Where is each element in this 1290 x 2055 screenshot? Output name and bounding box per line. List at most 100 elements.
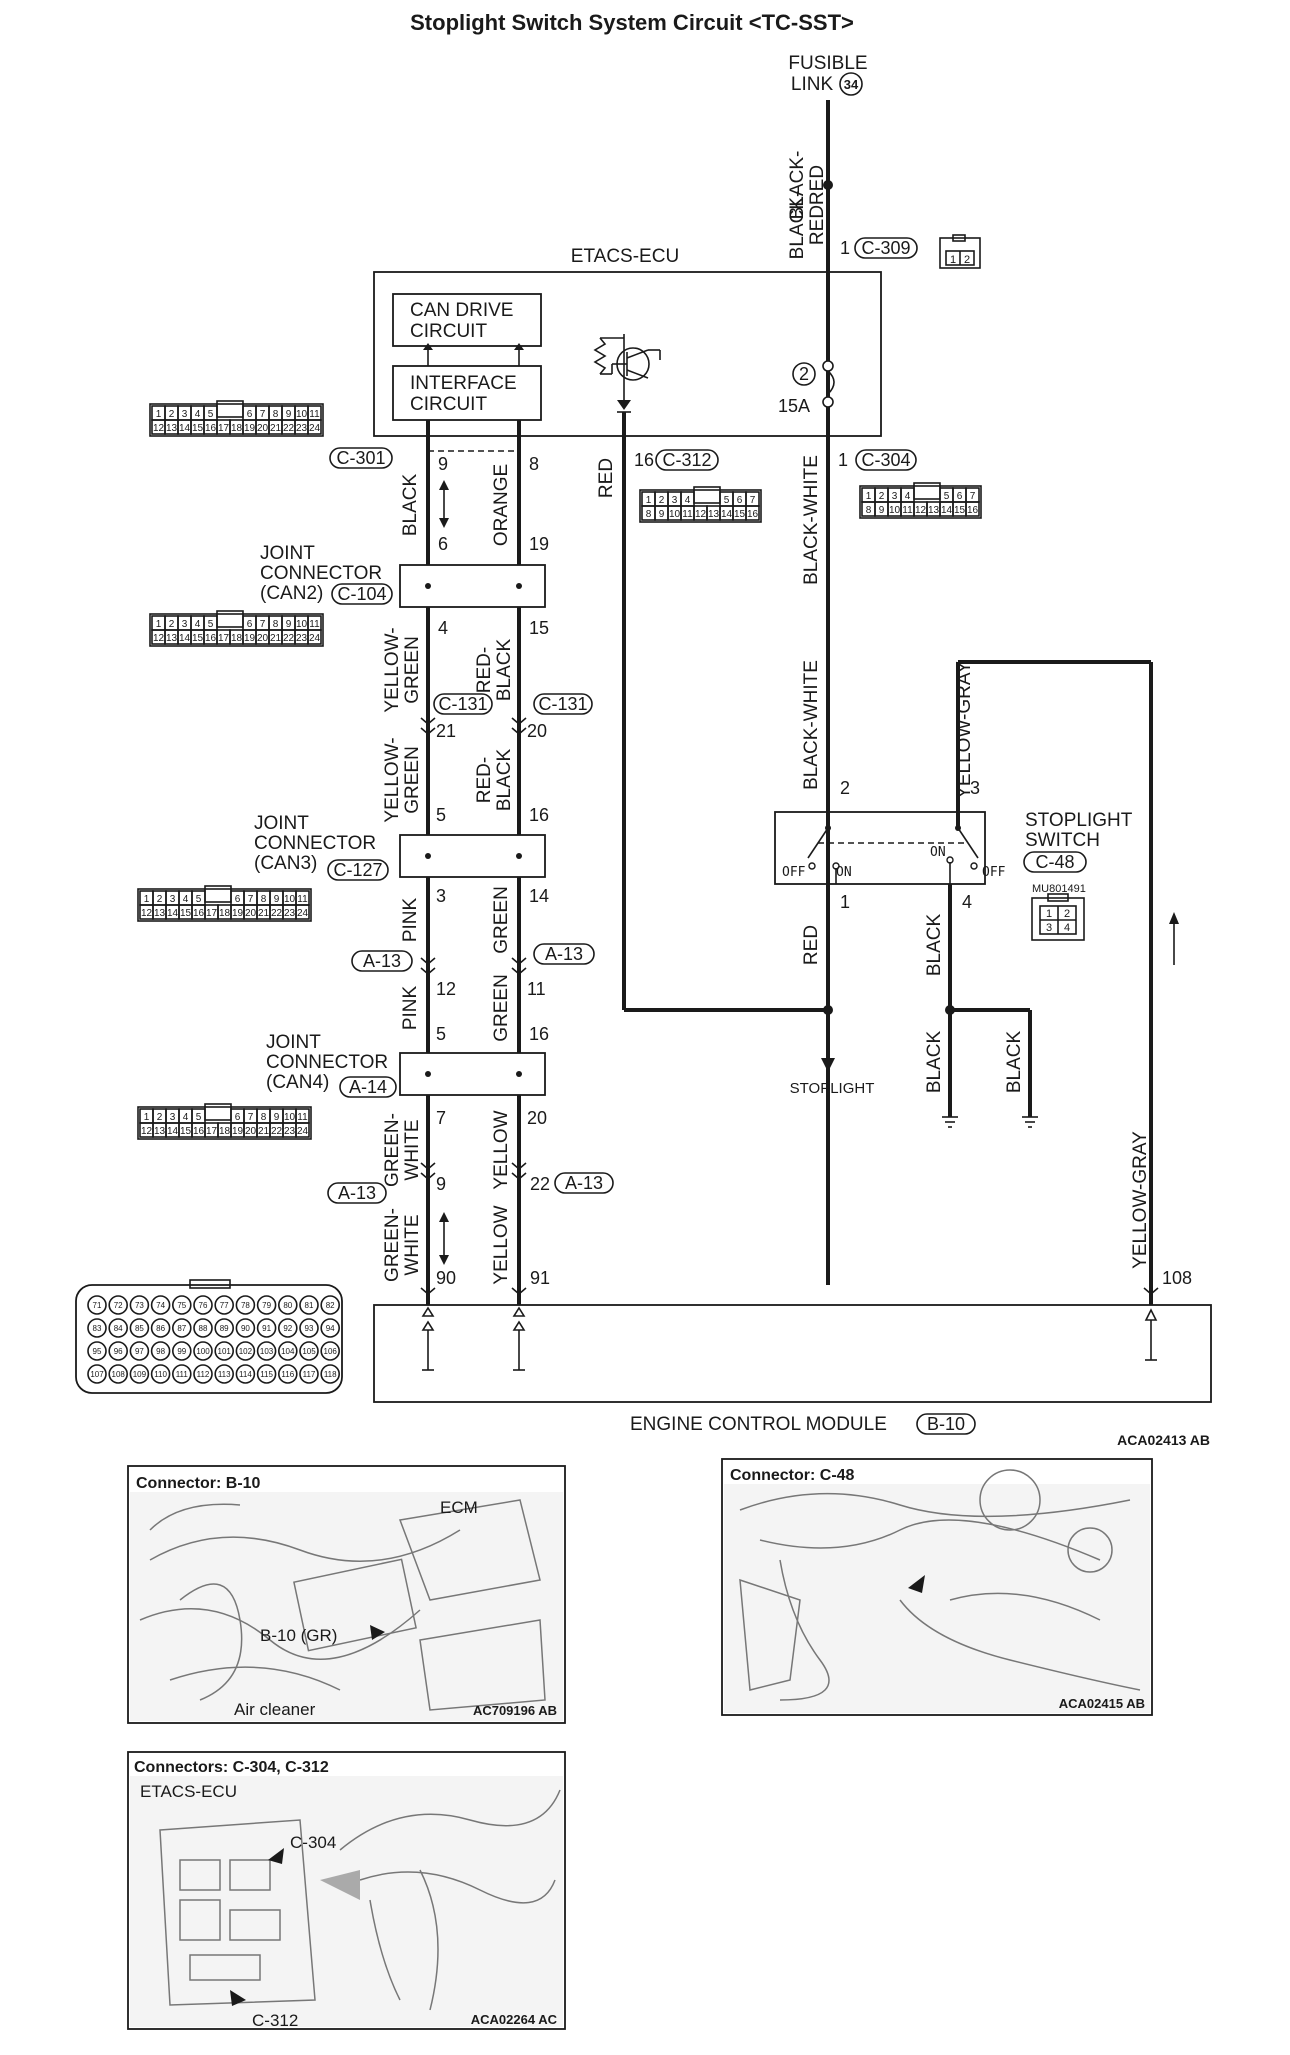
pin-ecm-108: 108 bbox=[1162, 1268, 1192, 1288]
svg-text:1: 1 bbox=[950, 254, 956, 266]
stoplight-switch-label-2: SWITCH bbox=[1025, 830, 1100, 851]
photo-b10-conn: B-10 (GR) bbox=[260, 1626, 337, 1645]
connector-pin-number: 10 bbox=[669, 509, 681, 520]
connector-pin-number: 81 bbox=[305, 1301, 314, 1310]
connector-pin-number: 76 bbox=[199, 1301, 208, 1310]
connector-pin-number: 98 bbox=[156, 1347, 165, 1356]
wire-label-pink-2: PINK bbox=[400, 986, 421, 1031]
svg-text:GREEN: GREEN bbox=[402, 746, 423, 814]
svg-text:2: 2 bbox=[1064, 908, 1070, 920]
connector-pin-number: 3 bbox=[672, 495, 678, 506]
connector-pin-number: 17 bbox=[218, 633, 230, 644]
connector-pin-number: 4 bbox=[685, 495, 691, 506]
connector-tag-c301 bbox=[329, 447, 393, 469]
pin-a14-5: 5 bbox=[436, 1024, 446, 1044]
connector-pin-number: 9 bbox=[879, 505, 885, 516]
photo-panel-b10: Connector: B-10 ECM B-10 (GR) Air cleane… bbox=[127, 1465, 566, 1724]
pin-switch-2: 2 bbox=[840, 778, 850, 798]
connector-pin-number: 18 bbox=[231, 423, 243, 434]
connector-pin-number: 18 bbox=[231, 633, 243, 644]
photo-c304-ecu: ETACS-ECU bbox=[140, 1782, 237, 1801]
wire-label-yellow-1: YELLOW bbox=[491, 1110, 512, 1189]
connector-pin-number: 24 bbox=[297, 908, 309, 919]
wire-label-green-2: GREEN bbox=[491, 974, 512, 1042]
connector-pin-number: 91 bbox=[262, 1324, 271, 1333]
connector-label-c301: C-301 bbox=[336, 448, 385, 468]
connector-tag-c104 bbox=[331, 583, 393, 605]
connector-pin-number: 5 bbox=[208, 409, 214, 420]
connector-pin-number: 115 bbox=[260, 1370, 273, 1379]
connector-label-c48: C-48 bbox=[1035, 852, 1074, 872]
connector-pin-number: 23 bbox=[296, 633, 308, 644]
connector-label-a14: A-14 bbox=[349, 1077, 387, 1097]
joint-can2-label-1: JOINT bbox=[260, 543, 315, 564]
connector-pin-number: 13 bbox=[708, 509, 720, 520]
splice-dot-red bbox=[823, 1005, 833, 1015]
interface-label-1: INTERFACE bbox=[410, 373, 517, 394]
connector-pin-number: 1 bbox=[144, 1112, 150, 1123]
pin-c127-16: 16 bbox=[529, 805, 549, 825]
svg-text:4: 4 bbox=[1064, 922, 1070, 934]
connector-pin-number: 15 bbox=[180, 908, 192, 919]
connector-pin-number: 14 bbox=[167, 1126, 179, 1137]
connector-pin-number: 24 bbox=[309, 423, 321, 434]
splice-dot-black bbox=[945, 1005, 955, 1015]
connector-pin-number: 8 bbox=[261, 894, 267, 905]
connector-pin-number: 101 bbox=[218, 1347, 232, 1356]
connector-pin-number: 71 bbox=[93, 1301, 102, 1310]
ecm-figure-code: ACA02413 AB bbox=[1117, 1432, 1210, 1448]
wire-label-green-white-1: GREEN- WHITE bbox=[382, 1113, 423, 1187]
pin-a13-11: 11 bbox=[527, 979, 546, 999]
connector-pin-number: 8 bbox=[261, 1112, 267, 1123]
stoplight-arrow bbox=[821, 1058, 835, 1072]
connector-pin-number: 20 bbox=[257, 633, 269, 644]
joint-connector-can2-box bbox=[399, 564, 546, 608]
switch-on-right: ON bbox=[930, 845, 946, 860]
can-drive-label-2: CIRCUIT bbox=[410, 321, 487, 342]
svg-text:2: 2 bbox=[964, 254, 970, 266]
connector-pin-number: 19 bbox=[232, 908, 244, 919]
connector-pin-number: 8 bbox=[273, 409, 279, 420]
pin-a13-9: 9 bbox=[436, 1174, 446, 1194]
twist-arrow-2 bbox=[439, 1212, 449, 1265]
fusible-link-number: 34 bbox=[844, 77, 859, 92]
wire-label-pink-1: PINK bbox=[400, 898, 421, 943]
wire-label-black-sw-3: BLACK bbox=[1004, 1031, 1025, 1094]
wire-label-orange: ORANGE bbox=[491, 464, 512, 546]
connector-pin-number: 14 bbox=[721, 509, 733, 520]
connector-pin-number: 3 bbox=[182, 619, 188, 630]
connector-pin-number: 18 bbox=[219, 908, 231, 919]
wire-label-black-sw-2: BLACK bbox=[924, 1031, 945, 1094]
pin-c304-1: 1 bbox=[838, 450, 848, 470]
connector-label-a13-c: A-13 bbox=[338, 1183, 376, 1203]
connector-label-c312: C-312 bbox=[662, 450, 711, 470]
connector-pin-number: 96 bbox=[114, 1347, 123, 1356]
pin-c104-4: 4 bbox=[438, 618, 448, 638]
stoplight-switch-contacts bbox=[807, 808, 979, 884]
fuse-amp: 15A bbox=[778, 396, 810, 416]
connector-tag-c304 bbox=[855, 449, 917, 471]
pin-c127-3: 3 bbox=[436, 886, 446, 906]
connector-pin-number: 23 bbox=[284, 908, 296, 919]
connector-pin-number: 6 bbox=[247, 409, 253, 420]
connector-pin-number: 6 bbox=[737, 495, 743, 506]
splice-dot bbox=[823, 180, 833, 190]
joint-can4-label-2: CONNECTOR bbox=[266, 1052, 388, 1073]
switch-on-left: ON bbox=[836, 865, 852, 880]
connector-pin-number: 19 bbox=[232, 1126, 244, 1137]
joint-can4-label-1: JOINT bbox=[266, 1032, 321, 1053]
svg-text:GREEN-: GREEN- bbox=[382, 1113, 403, 1187]
photo-c304-code: ACA02264 AC bbox=[471, 2012, 558, 2027]
connector-pin-number: 24 bbox=[297, 1126, 309, 1137]
connector-pin-number: 24 bbox=[309, 633, 321, 644]
connector-pin-number: 13 bbox=[928, 505, 940, 516]
wire-label-yellow-green-2: YELLOW- GREEN bbox=[382, 737, 423, 822]
connector-label-c304: C-304 bbox=[861, 450, 910, 470]
joint-can2-label-3: (CAN2) bbox=[260, 583, 323, 604]
svg-text:BLACK: BLACK bbox=[494, 749, 515, 812]
can-drive-circuit-box bbox=[392, 293, 542, 347]
wire-label-red-black-1: RED- BLACK bbox=[474, 639, 515, 702]
connector-pin-number: 80 bbox=[283, 1301, 292, 1310]
connector-pin-number: 10 bbox=[296, 409, 308, 420]
connector-tag-c131-a bbox=[433, 693, 493, 715]
